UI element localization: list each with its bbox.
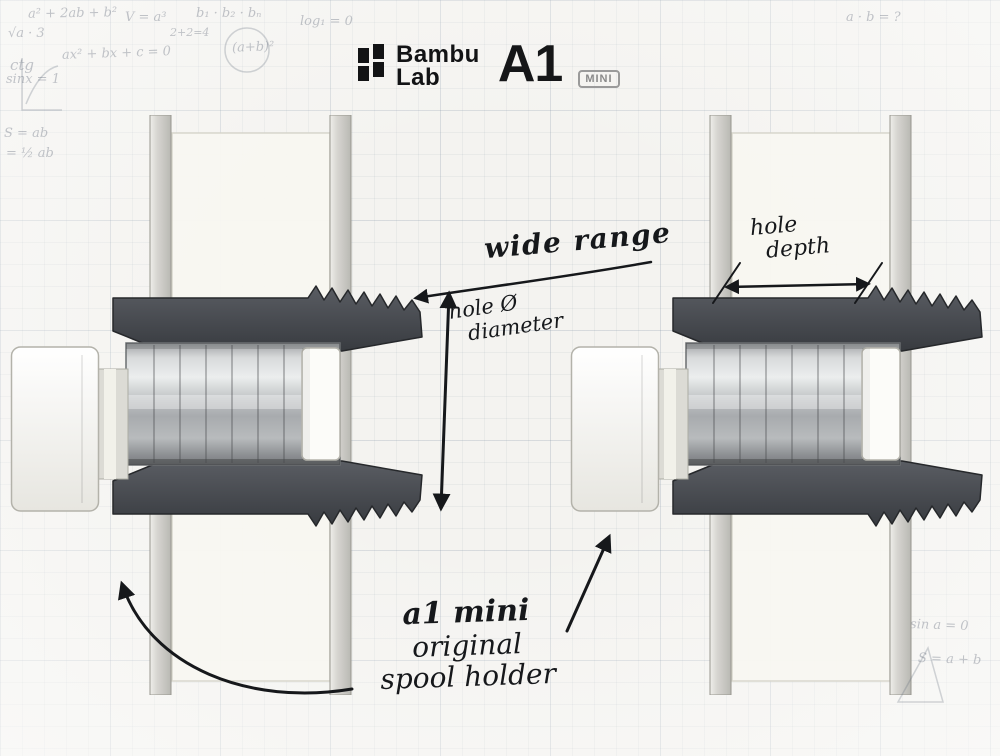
math-scribble: (a+b)² [231, 39, 275, 56]
mini-badge: MINI [578, 69, 620, 88]
right-spool-holder-illustration [570, 115, 983, 695]
bambu-lab-logo-icon [358, 44, 384, 81]
math-scribble: V = a³ [125, 10, 167, 25]
math-scribble: sinx = 1 [6, 72, 60, 87]
math-scribble: log₁ = 0 [300, 14, 353, 29]
math-scribble: ax² + bx + c = 0 [61, 44, 172, 63]
math-scribble: 2+2=4 [170, 26, 210, 39]
annotation-hole-depth: hole depth [741, 210, 831, 266]
math-scribble: b₁ · b₂ · bₙ [196, 6, 262, 21]
math-scribble: a · b = ? [846, 10, 901, 25]
math-scribble: √a · 3 [8, 26, 45, 41]
annotation-caption: a1 mini original spool holder [350, 592, 583, 696]
brand-name: Bambu Lab [396, 43, 480, 91]
model-name: A1 [497, 35, 563, 93]
brand-lockup: Bambu Lab A1 MINI [358, 35, 620, 93]
math-scribble: a² + 2ab + b² [27, 5, 118, 22]
brand-name-bottom: Lab [396, 63, 441, 91]
annotation-caption-line3: spool holder [379, 656, 557, 696]
